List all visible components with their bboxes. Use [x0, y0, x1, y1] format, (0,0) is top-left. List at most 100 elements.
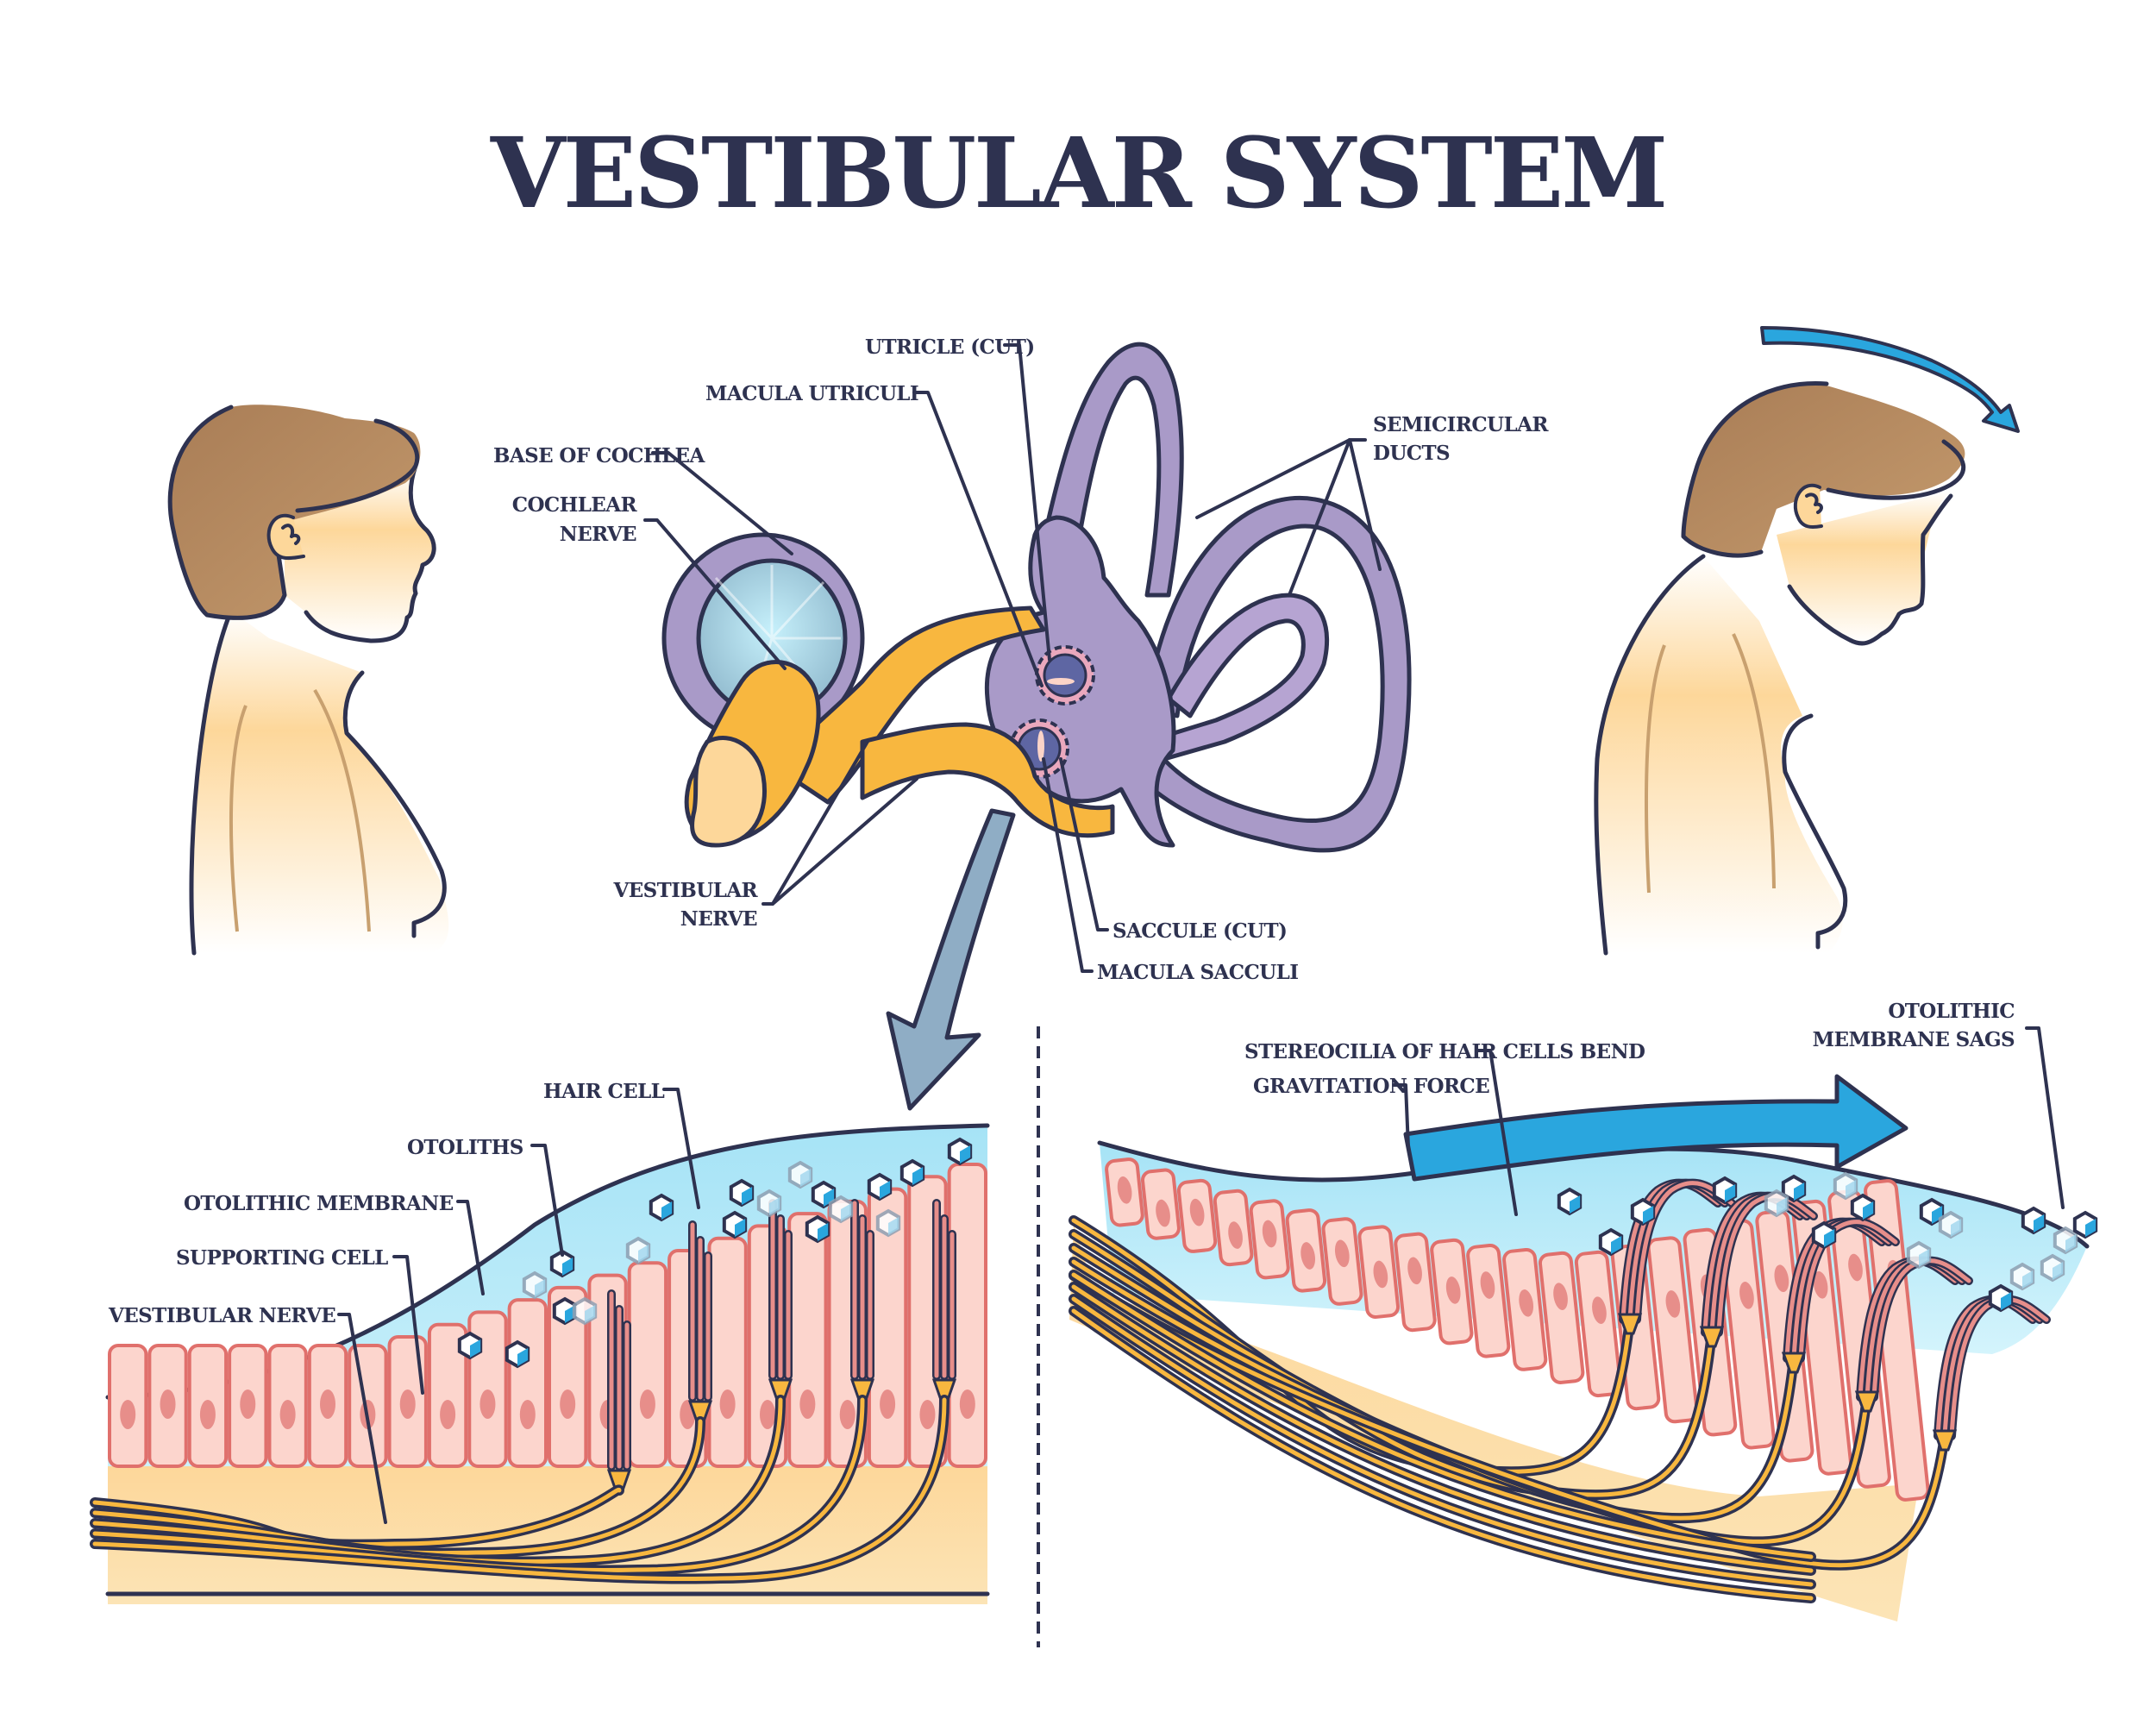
otolith-icon	[1630, 1197, 1656, 1226]
label-vestibular-nerve-line1: VESTIBULAR	[613, 879, 759, 902]
cell-nucleus	[1189, 1198, 1205, 1226]
hair-cell	[931, 1199, 957, 1402]
otolith-icon	[722, 1210, 748, 1239]
cell-nucleus	[279, 1400, 296, 1429]
posterior-semicircular-duct	[1136, 496, 1412, 853]
otolith-icon	[1850, 1193, 1876, 1222]
hair-cell	[687, 1220, 713, 1423]
otolith-icon	[1781, 1174, 1807, 1203]
otolith-icon	[572, 1296, 598, 1326]
cell-nucleus	[1373, 1260, 1388, 1289]
otolith-icon	[1764, 1189, 1789, 1218]
label-cochlear-nerve-line2: NERVE	[560, 523, 636, 546]
otolith-icon	[899, 1158, 925, 1188]
otolith-icon	[2072, 1210, 2098, 1239]
hair-cell	[768, 1199, 793, 1402]
hair-cell-body	[1617, 1313, 1643, 1335]
cell-nucleus	[320, 1389, 335, 1419]
cell-nucleus	[1156, 1199, 1170, 1227]
otolith-icon	[1938, 1210, 1964, 1239]
supporting-cell	[1574, 1250, 1622, 1398]
otolith-icon	[867, 1172, 893, 1201]
otolith-icon	[787, 1160, 813, 1189]
supporting-cell	[1646, 1236, 1699, 1424]
label-macula-utriculi: MACULA UTRICULI	[705, 382, 918, 405]
otolith-icon	[756, 1189, 782, 1218]
otolith-icon	[457, 1331, 483, 1360]
cell-nucleus	[1553, 1283, 1568, 1310]
otolith-icon	[947, 1137, 973, 1166]
hair-cell	[1932, 1295, 2051, 1452]
otolith-icon	[625, 1236, 651, 1265]
cell-nucleus	[399, 1389, 416, 1419]
supporting-cell	[427, 1322, 468, 1468]
hair-cell	[849, 1199, 875, 1402]
cell-nucleus	[719, 1389, 736, 1419]
cell-nucleus	[959, 1389, 975, 1419]
label-vestibular-nerve: VESTIBULAR NERVE	[108, 1304, 335, 1327]
supporting-cell	[1538, 1251, 1585, 1384]
otolith-icon	[1833, 1171, 1858, 1201]
inner-ear-illustration	[661, 342, 1412, 1111]
tilted-base-layer	[1069, 1225, 1919, 1622]
hair-cell-body	[1699, 1326, 1725, 1348]
otolith-icon	[875, 1208, 901, 1238]
supporting-cell	[707, 1236, 748, 1468]
supporting-cell	[507, 1298, 548, 1468]
macula-tilted-labels: STEREOCILIA OF HAIR CELLS BEND GRAVITATI…	[1244, 1000, 2065, 1216]
cell-nucleus	[240, 1389, 256, 1419]
tilted-nerve-fibers	[1069, 1215, 1950, 1603]
label-semicircular-ducts-line2: DUCTS	[1373, 442, 1450, 465]
macula-upright-labels: HAIR CELL OTOLITHS OTOLITHIC MEMBRANE SU…	[108, 1080, 700, 1524]
otolith-icon	[2021, 1206, 2046, 1235]
cell-nucleus	[440, 1400, 456, 1429]
tilted-otoliths	[1557, 1171, 2098, 1313]
otolith-icon	[549, 1249, 575, 1278]
label-vestibular-nerve-line2: NERVE	[680, 907, 757, 931]
label-saccule-cut: SACCULE (CUT)	[1112, 919, 1287, 943]
label-otolithic-membrane: OTOLITHIC MEMBRANE	[184, 1192, 454, 1215]
cell-nucleus	[639, 1389, 655, 1419]
cell-nucleus	[1117, 1176, 1132, 1204]
nerve-trunk	[690, 736, 767, 848]
tilted-ear-icon	[1793, 483, 1823, 529]
upright-otoliths	[457, 1137, 973, 1369]
upright-torso	[191, 611, 449, 953]
otolith-icon	[2009, 1262, 2035, 1291]
otolith-icon	[522, 1270, 548, 1300]
cell-nucleus	[560, 1389, 576, 1419]
cell-nucleus	[1519, 1289, 1534, 1317]
lateral-semicircular-duct	[1157, 593, 1330, 762]
otolith-icon	[1712, 1176, 1738, 1205]
label-membrane-sags-line1: OTOLITHIC	[1888, 1000, 2015, 1023]
cell-nucleus	[1445, 1276, 1461, 1304]
cell-nucleus	[1739, 1282, 1754, 1309]
macula-utriculi	[1047, 678, 1075, 685]
head-tilt-arrow-icon	[1760, 326, 2020, 433]
label-cochlear-nerve-line1: COCHLEAR	[512, 493, 638, 517]
label-semicircular-ducts-line1: SEMICIRCULAR	[1373, 413, 1549, 436]
cell-nucleus	[1407, 1257, 1422, 1285]
cell-nucleus	[1592, 1296, 1607, 1324]
cell-nucleus	[199, 1400, 216, 1429]
cell-nucleus	[160, 1389, 176, 1419]
label-otoliths: OTOLITHS	[407, 1136, 523, 1159]
macula-sacculi	[1037, 731, 1044, 762]
otolith-icon	[1598, 1227, 1624, 1257]
cell-nucleus	[1848, 1253, 1863, 1282]
cell-nucleus	[1334, 1239, 1350, 1268]
otolith-icon	[505, 1339, 530, 1369]
cell-nucleus	[1480, 1271, 1495, 1299]
label-stereocilia-bend: STEREOCILIA OF HAIR CELLS BEND	[1244, 1040, 1645, 1063]
label-hair-cell: HAIR CELL	[543, 1080, 665, 1103]
cell-nucleus	[1774, 1264, 1789, 1293]
supporting-cell	[548, 1285, 588, 1469]
upright-ear-icon	[266, 513, 305, 561]
cell-nucleus	[1300, 1242, 1316, 1270]
otolith-icon	[2040, 1253, 2065, 1283]
macula-upright	[90, 1123, 990, 1604]
upright-face	[285, 470, 435, 641]
person-upright	[167, 405, 449, 956]
page-title: VESTIBULAR SYSTEM	[490, 117, 1665, 230]
hair-cell-body	[1854, 1390, 1880, 1413]
